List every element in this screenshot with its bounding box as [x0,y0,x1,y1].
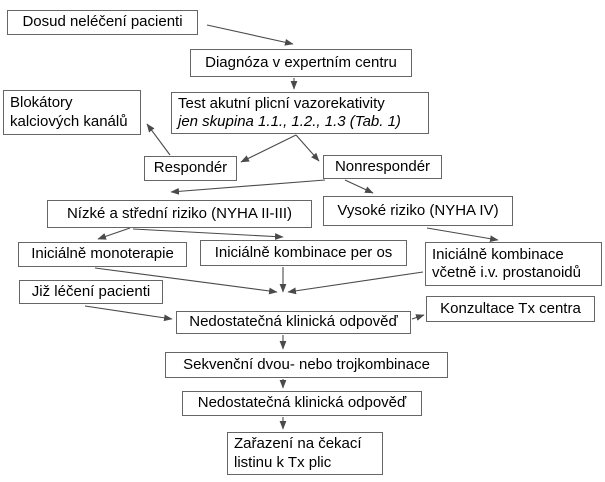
arrow-nedost1-to-konzultace [411,314,425,321]
box-zarazeni-na-cekaci-listinu: Zařazení na čekací listinu k Tx plic [227,432,383,475]
arrow-mono-to-nedost1 [94,267,278,295]
box-label-line2: listinu k Tx plic [234,453,332,471]
box-label-line1: Zařazení na čekací [234,435,362,453]
box-label: Nedostatečná klinická odpověď [189,313,398,331]
box-label: Sekvenční dvou- nebo trojkombinace [183,355,430,373]
arrow-nizke-to-peros [132,228,284,240]
box-label-line2: jen skupina 1.1., 1.2., 1.3 (Tab. 1) [178,113,401,130]
box-label-line1: Iniciálně kombinace [432,245,564,263]
box-label-line2: kalciových kanálů [10,112,128,130]
arrow-nizke-to-mono [97,227,131,240]
arrow-prost-to-nedost1 [287,271,424,295]
box-label: Nedostatečná klinická odpověď [197,394,407,412]
box-test-akutni-plicni-vazoreaktivity: Test akutní plicní vazorekativity jen sk… [171,92,429,134]
box-nonresponder: Nonrespondér [323,155,442,179]
box-label: Nízké a střední riziko (NYHA II-III) [66,204,293,222]
box-inicialne-kombinace-per-os: Iniciálně kombinace per os [200,240,407,266]
box-nedostatecna-klinicka-odpoved-2: Nedostatečná klinická odpověď [182,391,422,416]
box-label: Dosud neléčení pacienti [22,13,183,31]
box-label: Již léčení pacienti [31,282,151,300]
box-responder: Respondér [144,156,237,181]
box-vysoke-riziko: Vysoké riziko (NYHA IV) [323,196,513,226]
box-inicialne-monoterapie: Iniciálně monoterapie [18,242,187,267]
arrow-vysoke-to-prost [426,227,499,243]
arrow-nonresponder-to-vysoke [344,179,374,194]
box-label-line1: Blokátory [10,94,73,112]
box-label: Konzultace Tx centra [440,299,581,317]
arrow-nonresponder-to-nizke [170,179,326,195]
box-nizke-a-stredni-riziko: Nízké a střední riziko (NYHA II-III) [47,200,312,228]
box-sekvencni-kombinace: Sekvenční dvou- nebo trojkombinace [165,352,448,378]
box-label: Nonrespondér [334,157,431,175]
box-nedostatecna-klinicka-odpoved-1: Nedostatečná klinická odpověď [176,311,411,334]
box-label-line2: včetně i.v. prostanoidů [432,264,581,281]
box-inicialne-kombinace-prostanoidy: Iniciálně kombinace včetně i.v. prostano… [425,242,602,286]
box-konzultace-tx-centra: Konzultace Tx centra [426,296,595,322]
arrow-test-to-nonresponder [295,134,320,162]
arrow-jiz-to-nedost1 [84,305,173,322]
box-label: Respondér [153,159,228,177]
arrow-test-to-responder [240,134,297,163]
box-diagnoza-v-expertnim-centru: Diagnóza v expertním centru [190,49,412,77]
arrow-responder-to-blokatory [146,123,171,156]
box-label-line1: Test akutní plicní vazorekativity [178,94,385,112]
box-label: Iniciálně monoterapie [31,245,174,263]
box-label: Vysoké riziko (NYHA IV) [337,201,499,219]
box-blokatory-kalciovych-kanalu: Blokátory kalciových kanálů [3,90,141,135]
box-dosud-nelecheni-pacienti: Dosud neléčení pacienti [7,10,198,35]
box-label: Iniciálně kombinace per os [214,243,393,261]
box-label: Diagnóza v expertním centru [205,53,397,71]
arrow-dosud-to-diagnoza [206,24,294,46]
box-jiz-leceni-pacienti: Již léčení pacienti [19,280,163,304]
